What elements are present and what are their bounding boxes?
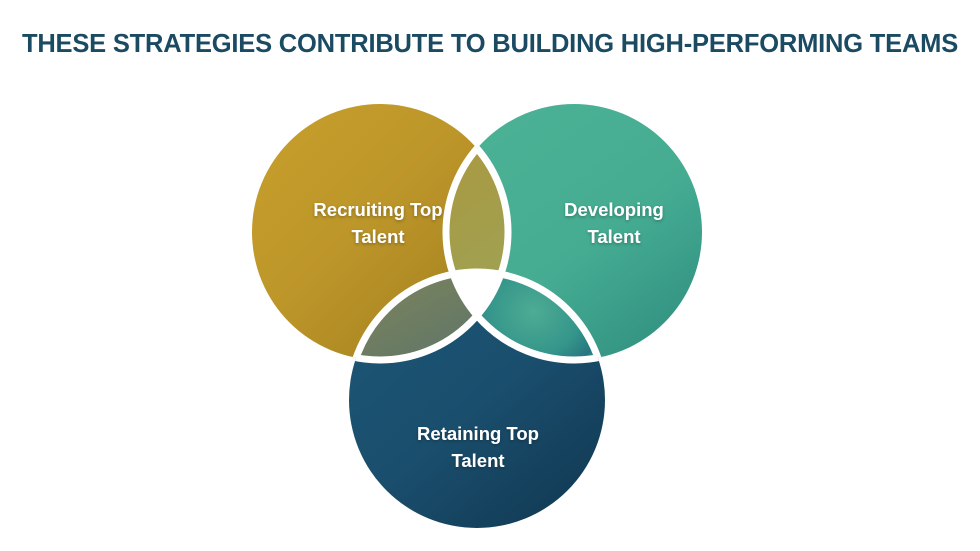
venn-label-developing-line2: Talent — [587, 226, 640, 247]
venn-label-recruiting: Recruiting Top Talent — [313, 199, 442, 247]
venn-ring-recruiting — [349, 104, 512, 364]
venn-ring-developing — [442, 104, 605, 364]
page-title: THESE STRATEGIES CONTRIBUTE TO BUILDING … — [21, 30, 959, 58]
venn-label-retaining-line1: Retaining Top — [417, 423, 539, 444]
venn-label-retaining: Retaining Top Talent — [417, 423, 539, 471]
venn-ring-retaining — [345, 268, 609, 360]
venn-label-retaining-line2: Talent — [451, 450, 504, 471]
venn-label-recruiting-line2: Talent — [351, 226, 404, 247]
venn-label-recruiting-line1: Recruiting Top — [313, 199, 442, 220]
venn-label-developing-line1: Developing — [564, 199, 664, 220]
venn-separator-rings — [345, 104, 609, 364]
venn-label-developing: Developing Talent — [564, 199, 664, 247]
